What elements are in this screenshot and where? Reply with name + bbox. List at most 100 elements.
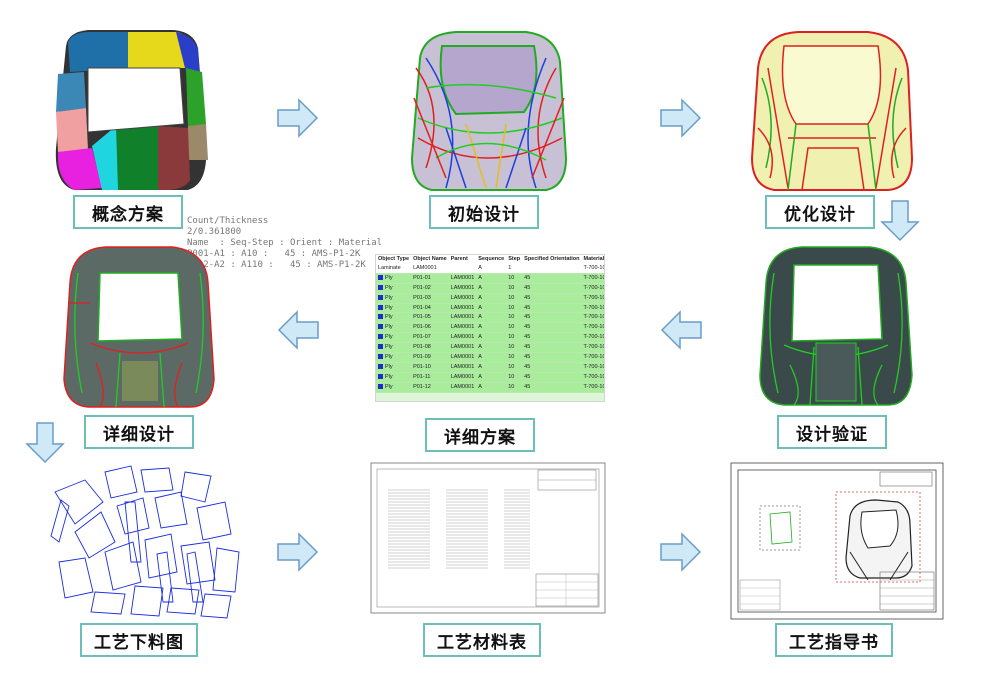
table-cell: 10 [506, 343, 522, 353]
process-guide-label: 工艺指导书 [775, 623, 893, 657]
table-row[interactable]: Laminate LAM0001 A 1 T-700-1000 [376, 264, 605, 273]
ply-color-icon [378, 295, 383, 300]
arrow-down-icon [880, 200, 920, 242]
table-cell: A [476, 372, 506, 382]
table-cell: 45 [522, 323, 581, 333]
cutting-pattern-image [45, 462, 245, 620]
table-cell: LAM0001 [449, 293, 477, 303]
table-cell: LAM0001 [449, 382, 477, 392]
table-cell: 45 [522, 303, 581, 313]
table-cell: P01-09 [411, 353, 449, 363]
ply-color-icon [378, 285, 383, 290]
arrow-right-icon [660, 532, 702, 572]
thickness-line: 2/0.361800 [187, 227, 382, 238]
ply-table-header: Object Type Object Name Parent Sequence … [376, 255, 605, 264]
table-cell: A [476, 293, 506, 303]
table-cell: LAM0001 [449, 362, 477, 372]
table-cell: Ply [376, 343, 411, 353]
column-header: Specified Orientation [522, 255, 581, 264]
table-cell-text: Ply [385, 305, 393, 311]
column-header: Sequence [476, 255, 506, 264]
table-cell: T-700-1000-1 [581, 333, 605, 343]
concept-plan-label: 概念方案 [73, 195, 183, 229]
table-cell: LAM0001 [449, 303, 477, 313]
ply-color-icon [378, 364, 383, 369]
ply-color-icon [378, 334, 383, 339]
arrow-right-icon [277, 532, 319, 572]
table-cell: LAM0001 [449, 343, 477, 353]
initial-design-label: 初始设计 [429, 195, 539, 229]
detail-plan-label: 详细方案 [425, 418, 535, 452]
table-cell: Ply [376, 293, 411, 303]
arrow-left-icon [660, 310, 702, 350]
design-verification-image [754, 243, 918, 408]
table-cell-text: Ply [385, 364, 393, 370]
table-cell: Ply [376, 372, 411, 382]
table-cell: T-700-1000 [581, 264, 605, 273]
ply-table: Object Type Object Name Parent Sequence … [375, 254, 605, 402]
table-cell: 45 [522, 372, 581, 382]
table-cell: T-700-1000-1 [581, 343, 605, 353]
optimized-design-image [748, 28, 916, 193]
column-header: Parent [449, 255, 477, 264]
table-cell-text: Ply [385, 354, 393, 360]
ply-color-icon [378, 344, 383, 349]
table-cell: T-700-1000-1 [581, 353, 605, 363]
column-header: Step [506, 255, 522, 264]
table-cell: Ply [376, 303, 411, 313]
table-cell: A [476, 343, 506, 353]
table-cell: 10 [506, 303, 522, 313]
table-cell: Ply [376, 362, 411, 372]
detail-design-image [60, 243, 218, 411]
design-verification-label: 设计验证 [777, 415, 887, 449]
table-cell: LAM0001 [449, 323, 477, 333]
table-cell: T-700-1000-1 [581, 303, 605, 313]
concept-model-image [48, 28, 214, 193]
ply-color-icon [378, 374, 383, 379]
ply-color-icon [378, 324, 383, 329]
table-cell: 10 [506, 313, 522, 323]
detail-design-label: 详细设计 [84, 415, 194, 449]
table-cell: 45 [522, 293, 581, 303]
ply-color-icon [378, 354, 383, 359]
table-cell: A [476, 333, 506, 343]
cutting-diagram-label: 工艺下料图 [80, 623, 198, 657]
table-cell: LAM0001 [449, 283, 477, 293]
table-cell: A [476, 313, 506, 323]
table-cell: 10 [506, 333, 522, 343]
table-cell: Ply [376, 283, 411, 293]
table-cell-text: Ply [385, 314, 393, 320]
table-cell: T-700-1000-1 [581, 283, 605, 293]
table-cell-text: Ply [385, 344, 393, 350]
arrow-right-icon [660, 98, 702, 138]
table-cell-text: Ply [385, 374, 393, 380]
table-cell: P01-10 [411, 362, 449, 372]
table-cell-text: Ply [385, 384, 393, 390]
table-cell: P01-05 [411, 313, 449, 323]
table-cell: P01-12 [411, 382, 449, 392]
table-cell: 45 [522, 353, 581, 363]
table-cell [449, 264, 477, 273]
process-guide-drawing [730, 462, 944, 620]
table-cell: T-700-1000-1 [581, 372, 605, 382]
table-cell-text: Ply [385, 275, 393, 281]
table-cell: A [476, 362, 506, 372]
arrow-right-icon [277, 98, 319, 138]
material-table-label: 工艺材料表 [423, 623, 541, 657]
table-cell [522, 264, 581, 273]
ply-color-icon [378, 314, 383, 319]
table-cell: Ply [376, 353, 411, 363]
table-cell-text: Ply [385, 285, 393, 291]
